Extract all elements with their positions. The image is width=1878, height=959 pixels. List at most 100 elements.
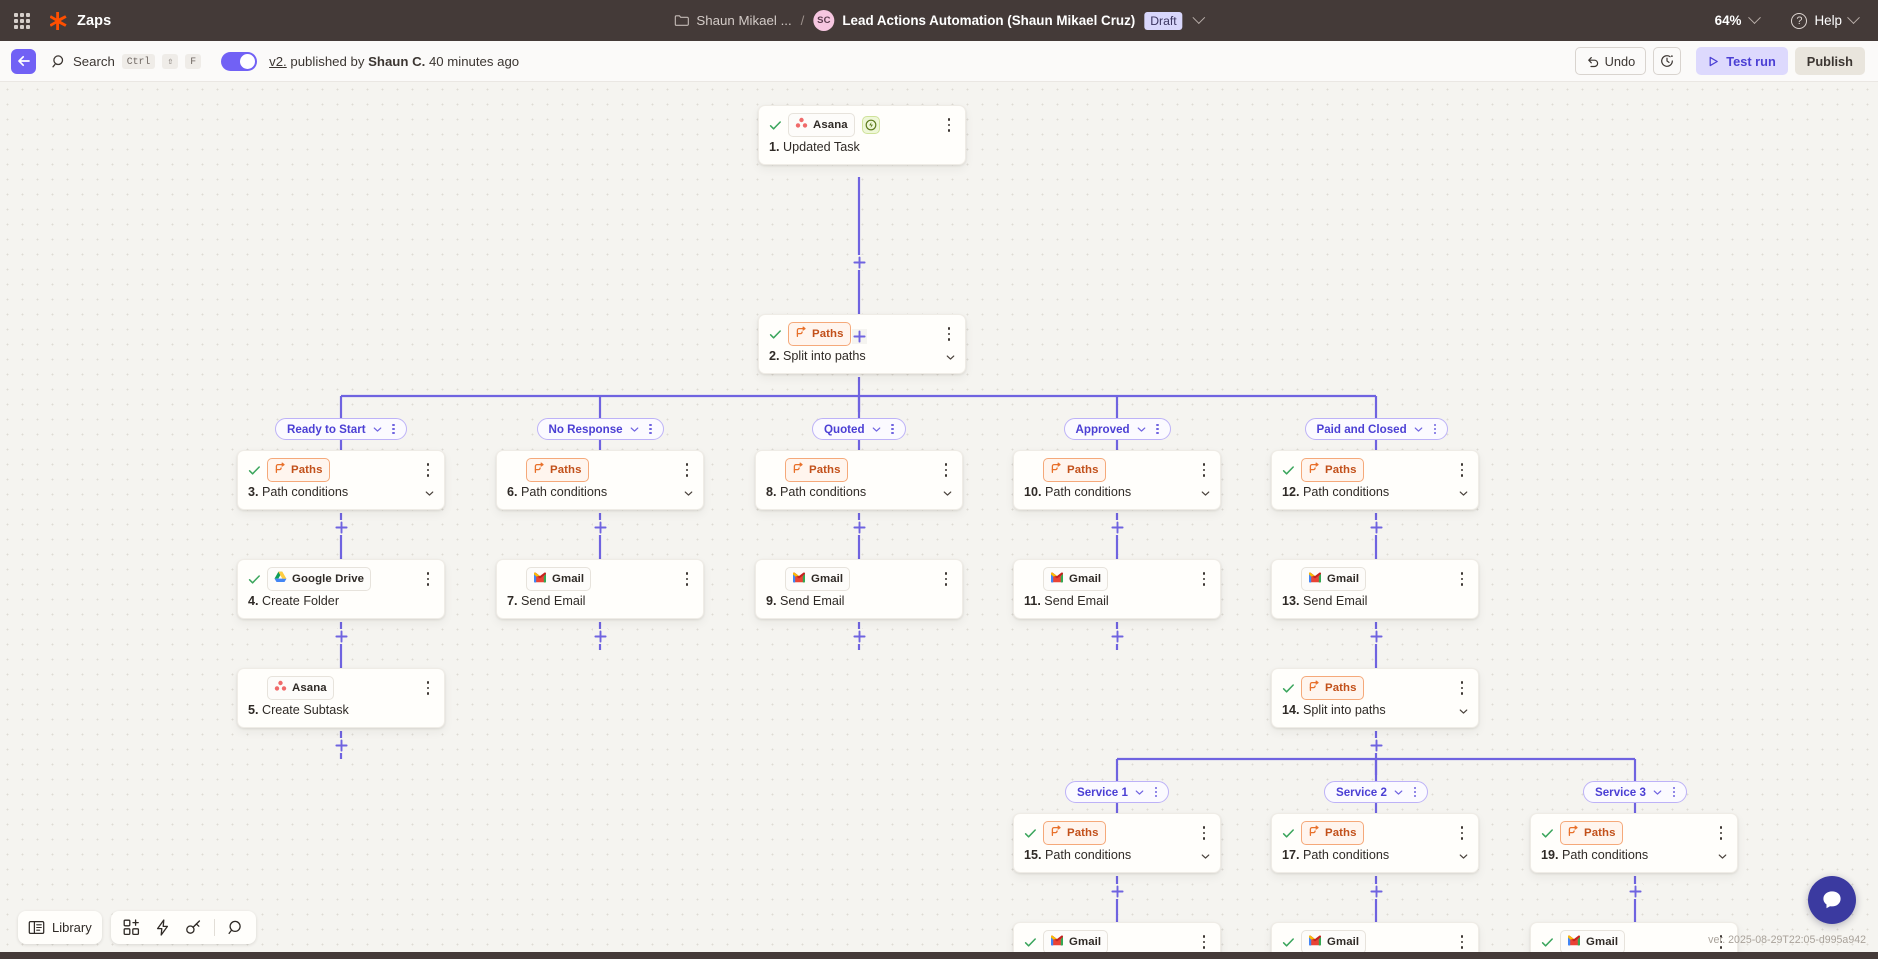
draft-live-toggle[interactable]: [221, 51, 258, 71]
branch-options-button[interactable]: [1153, 423, 1163, 436]
node-options-button[interactable]: [939, 571, 953, 587]
chevron-down-icon[interactable]: [1653, 788, 1662, 797]
add-step-button[interactable]: [851, 254, 867, 270]
add-step-button[interactable]: [333, 628, 349, 644]
node-options-button[interactable]: [1455, 462, 1469, 478]
branch-options-button[interactable]: [646, 423, 656, 436]
help-menu[interactable]: ? Help: [1785, 9, 1864, 33]
add-step-button[interactable]: [1368, 519, 1384, 535]
add-step-button[interactable]: [1109, 519, 1125, 535]
node-options-button[interactable]: [1197, 825, 1211, 841]
page-title[interactable]: Lead Actions Automation (Shaun Mikael Cr…: [842, 13, 1136, 28]
node-options-button[interactable]: [1197, 571, 1211, 587]
add-squares-icon[interactable]: [121, 917, 142, 938]
node-options-button[interactable]: [939, 462, 953, 478]
branch-pill-service-1[interactable]: Service 1: [1065, 781, 1169, 803]
zoom-control[interactable]: 64%: [1709, 9, 1766, 32]
branch-pill-service-3[interactable]: Service 3: [1583, 781, 1687, 803]
branch-options-button[interactable]: [1151, 786, 1161, 799]
node-options-button[interactable]: [1714, 934, 1728, 950]
chevron-down-icon[interactable]: [1394, 788, 1403, 797]
branch-pill-quoted[interactable]: Quoted: [812, 418, 906, 440]
branch-pill-approved[interactable]: Approved: [1063, 418, 1171, 440]
chevron-down-icon[interactable]: [872, 425, 881, 434]
add-step-button[interactable]: [592, 519, 608, 535]
node-options-button[interactable]: [1455, 934, 1469, 950]
version-link[interactable]: v2.: [269, 53, 287, 69]
run-history-button[interactable]: [1653, 47, 1682, 75]
chevron-down-icon[interactable]: [946, 353, 955, 362]
chevron-down-icon[interactable]: [1192, 11, 1206, 25]
add-step-button[interactable]: [851, 328, 867, 344]
chevron-down-icon[interactable]: [425, 489, 434, 498]
branch-options-button[interactable]: [1410, 786, 1420, 799]
node-options-button[interactable]: [1714, 825, 1728, 841]
branch-pill-service-2[interactable]: Service 2: [1324, 781, 1428, 803]
chevron-down-icon[interactable]: [1459, 852, 1468, 861]
node-options-button[interactable]: [1455, 571, 1469, 587]
add-step-button[interactable]: [1627, 883, 1643, 899]
node-options-button[interactable]: [1455, 825, 1469, 841]
chevron-down-icon[interactable]: [684, 489, 693, 498]
brand-label[interactable]: Zaps: [77, 12, 112, 29]
add-step-button[interactable]: [851, 628, 867, 644]
chevron-down-icon[interactable]: [1459, 489, 1468, 498]
add-step-button[interactable]: [333, 737, 349, 753]
chevron-down-icon[interactable]: [373, 425, 382, 434]
chevron-down-icon[interactable]: [1201, 489, 1210, 498]
node-options-button[interactable]: [1197, 934, 1211, 950]
node-options-button[interactable]: [942, 117, 956, 133]
add-step-button[interactable]: [1368, 883, 1384, 899]
search-icon[interactable]: [225, 917, 246, 938]
node-options-button[interactable]: [680, 462, 694, 478]
chevron-down-icon[interactable]: [943, 489, 952, 498]
branch-options-button[interactable]: [1669, 786, 1679, 799]
chat-support-button[interactable]: [1808, 876, 1856, 924]
node-options-button[interactable]: [421, 462, 435, 478]
node-options-button[interactable]: [942, 326, 956, 342]
chevron-down-icon[interactable]: [1414, 425, 1423, 434]
branch-options-button[interactable]: [888, 423, 898, 436]
node-options-button[interactable]: [1455, 680, 1469, 696]
branch-options-button[interactable]: [389, 423, 399, 436]
search-input[interactable]: Search Ctrl ⇧ F: [52, 53, 202, 69]
add-step-button[interactable]: [1368, 737, 1384, 753]
add-step-button[interactable]: [592, 628, 608, 644]
chevron-down-icon[interactable]: [1201, 852, 1210, 861]
branch-options-button[interactable]: [1430, 423, 1440, 436]
chevron-down-icon[interactable]: [1135, 788, 1144, 797]
node-options-button[interactable]: [680, 571, 694, 587]
branch-pill-no-response[interactable]: No Response: [536, 418, 664, 440]
workflow-node-16[interactable]: Gmail16. Send Email: [1013, 922, 1221, 952]
bolt-icon[interactable]: [152, 917, 173, 938]
branch-pill-paid-and-closed[interactable]: Paid and Closed: [1304, 418, 1448, 440]
test-run-button[interactable]: Test run: [1696, 47, 1788, 75]
chevron-down-icon[interactable]: [1137, 425, 1146, 434]
back-button[interactable]: [11, 48, 36, 74]
workflow-node-20[interactable]: Gmail20. Send Email: [1530, 922, 1738, 952]
undo-button[interactable]: Undo: [1574, 47, 1647, 75]
branch-pill-ready-to-start[interactable]: Ready to Start: [275, 418, 407, 440]
workflow-node-18[interactable]: Gmail18. Send Email: [1271, 922, 1479, 952]
breadcrumb-folder[interactable]: Shaun Mikael ...: [696, 13, 792, 28]
node-options-button[interactable]: [421, 680, 435, 696]
grid-apps-icon[interactable]: [12, 11, 32, 31]
chevron-down-icon[interactable]: [1459, 707, 1468, 716]
add-step-button[interactable]: [1109, 628, 1125, 644]
